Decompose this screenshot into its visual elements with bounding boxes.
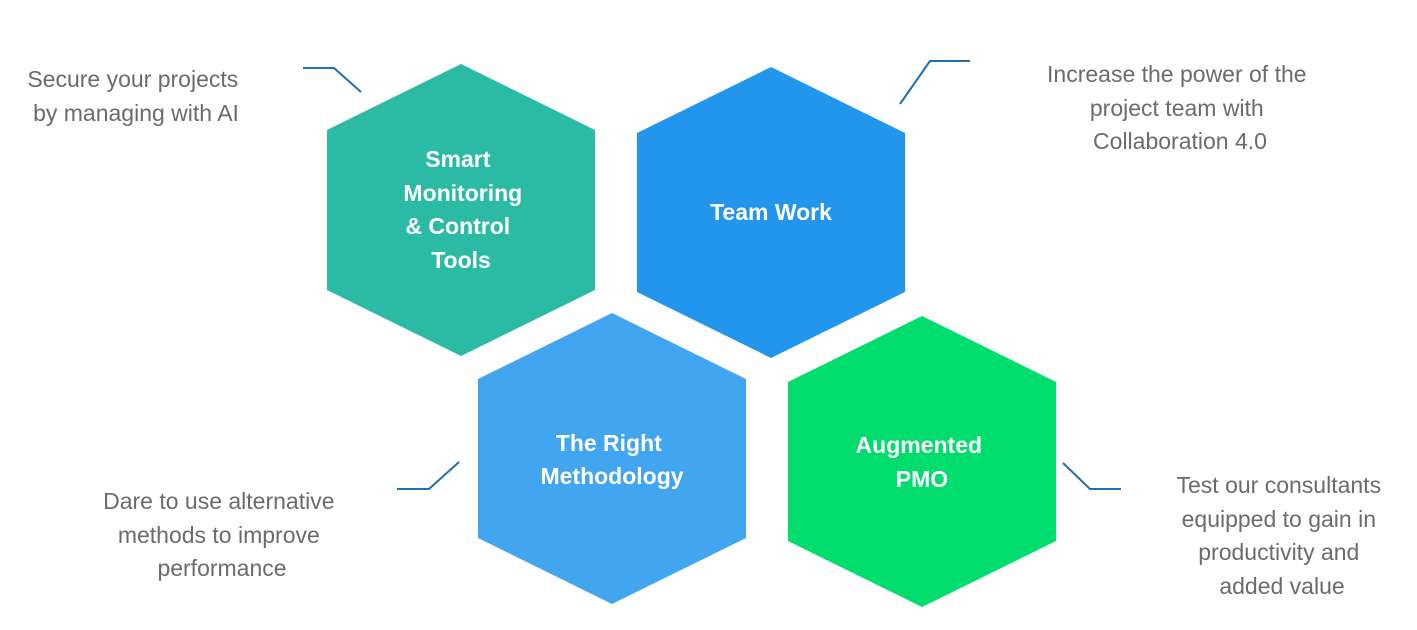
description-right-methodology: Dare to use alternative methods to impro… [103,488,341,581]
hexagon-label: Team Work [710,199,832,225]
hexagon-smart-monitoring: Smart Monitoring & Control Tools [327,64,595,356]
hexagon-shape [478,313,746,604]
hexagon-label-line: Team Work [710,199,832,225]
description-line: Increase the power of the [1047,61,1307,87]
description-line: productivity and [1198,539,1359,565]
connector-line-augmented-pmo [1062,462,1121,490]
hexagon-label-line: & Control [405,213,510,239]
hexagon-team-work: Team Work [637,67,905,358]
hexagon-label: Augmented PMO [856,432,989,492]
description-line: Dare to use alternative [103,488,334,514]
hexagon-shape [788,316,1056,607]
hexagon-label-line: Tools [431,247,491,273]
description-line: methods to improve [118,522,320,548]
hexagon-shape [637,67,905,358]
description-line: Secure your projects [27,66,238,92]
hexagon-augmented-pmo: Augmented PMO [788,316,1056,607]
description-line: Collaboration 4.0 [1093,128,1267,154]
connector-line-team-work [899,60,970,105]
description-line: Test our consultants [1177,472,1382,498]
hexagon-label-line: Smart [425,146,491,172]
description-line: project team with [1090,95,1264,121]
description-team-work: Increase the power of the project team w… [1047,61,1313,154]
description-smart-monitoring: Secure your projects by managing with AI [27,66,244,126]
connector-line-right-methodology [397,461,460,490]
hexagon-right-methodology: The Right Methodology [478,313,746,604]
hexagon-label-line: Monitoring [403,180,522,206]
description-line: equipped to gain in [1182,506,1376,532]
hexagon-label-line: Augmented [856,432,983,458]
description-line: added value [1219,573,1344,599]
description-line: performance [157,555,286,581]
hexagon-shape [327,64,595,356]
hexagon-label-line: Methodology [540,463,683,489]
connector-line-smart-monitoring [303,67,362,93]
hexagon-label-line: PMO [896,466,948,492]
hexagon-label-line: The Right [556,430,662,456]
description-augmented-pmo: Test our consultants equipped to gain in… [1177,472,1388,599]
hexagon-label: Smart Monitoring & Control Tools [403,146,528,273]
hexagon-label: The Right Methodology [540,430,683,489]
description-line: by managing with AI [33,100,239,126]
